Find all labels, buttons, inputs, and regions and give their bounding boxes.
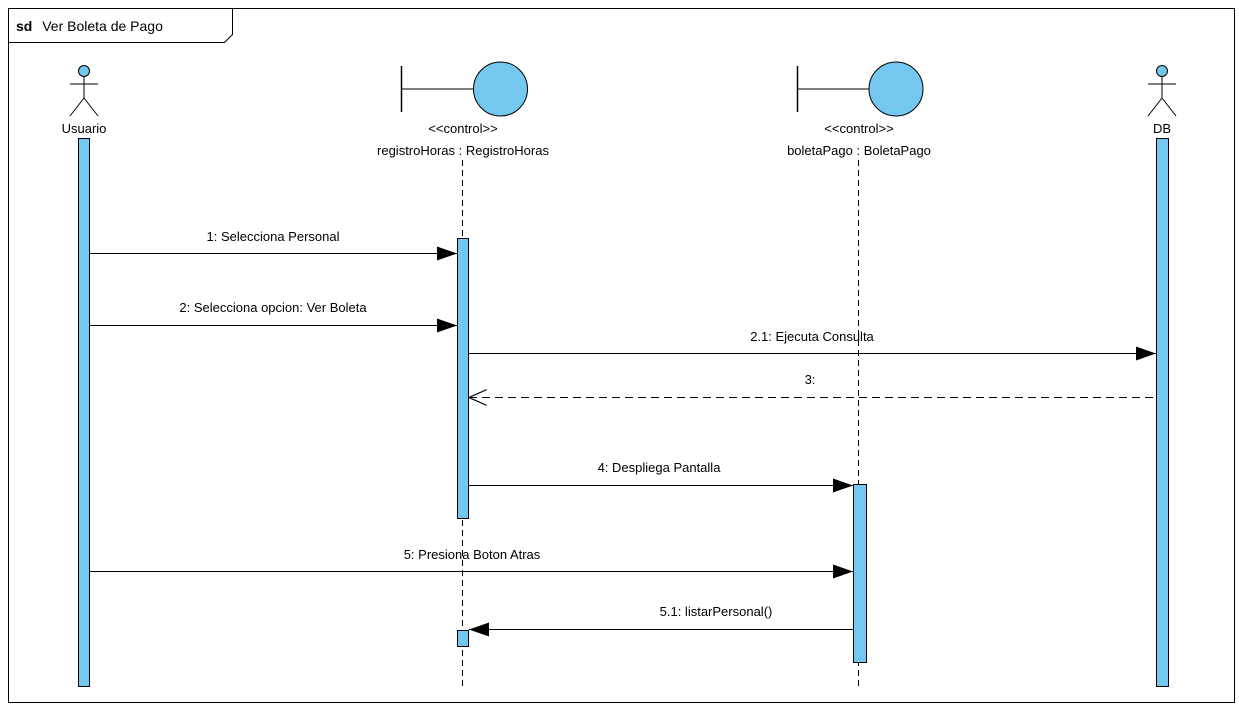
lifeline-db: DB [1147, 65, 1177, 687]
activation-registro [457, 238, 469, 519]
message-4-label: 4: Despliega Pantalla [598, 460, 722, 475]
lifeline-registro-name: registroHoras : RegistroHoras [377, 143, 549, 158]
message-1-label: 1: Selecciona Personal [207, 229, 340, 244]
lifeline-boleta-stereotype: <<control>> [824, 121, 893, 136]
lifeline-boleta-name: boletaPago : BoletaPago [787, 143, 931, 158]
message-5-label: 5: Presiona Boton Atras [404, 547, 541, 562]
lifeline-usuario: Usuario [62, 65, 107, 687]
boundary-icon [796, 61, 924, 117]
lifeline-boleta: <<control>> boletaPago : BoletaPago [787, 61, 931, 690]
lifeline-registro: <<control>> registroHoras : RegistroHora… [377, 61, 549, 690]
message-2-label: 2: Selecciona opcion: Ver Boleta [179, 300, 367, 315]
lifeline-registro-stereotype: <<control>> [428, 121, 497, 136]
frame-title: Ver Boleta de Pago [42, 18, 163, 34]
message-5-1: 5.1: listarPersonal() [469, 604, 853, 637]
actor-icon [69, 65, 99, 117]
message-1: 1: Selecciona Personal [90, 229, 457, 261]
message-2-1-label: 2.1: Ejecuta Consulta [750, 329, 874, 344]
actor-icon [1147, 65, 1177, 117]
frame-tag-border [8, 8, 233, 43]
message-3-label: 3: [805, 372, 816, 387]
message-2: 2: Selecciona opcion: Ver Boleta [90, 300, 457, 333]
activation-db [1156, 138, 1169, 687]
lifeline-db-name: DB [1153, 121, 1171, 136]
activation-boleta [853, 484, 867, 663]
message-3: 3: [469, 372, 1156, 398]
frame-keyword: sd [16, 18, 32, 34]
message-5-1-label: 5.1: listarPersonal() [660, 604, 773, 619]
frame: sd Ver Boleta de Pago [8, 8, 1235, 703]
boundary-icon [400, 61, 528, 117]
message-5: 5: Presiona Boton Atras [90, 547, 853, 579]
activation-usuario [78, 138, 90, 687]
svg-text:sd Ver Boleta de Pago: sd Ver Boleta de Pago [16, 18, 163, 34]
activation-registro-2 [457, 630, 469, 647]
frame-border [8, 8, 1235, 703]
message-2-1: 2.1: Ejecuta Consulta [469, 329, 1156, 361]
lifeline-usuario-name: Usuario [62, 121, 107, 136]
message-4: 4: Despliega Pantalla [469, 460, 853, 493]
